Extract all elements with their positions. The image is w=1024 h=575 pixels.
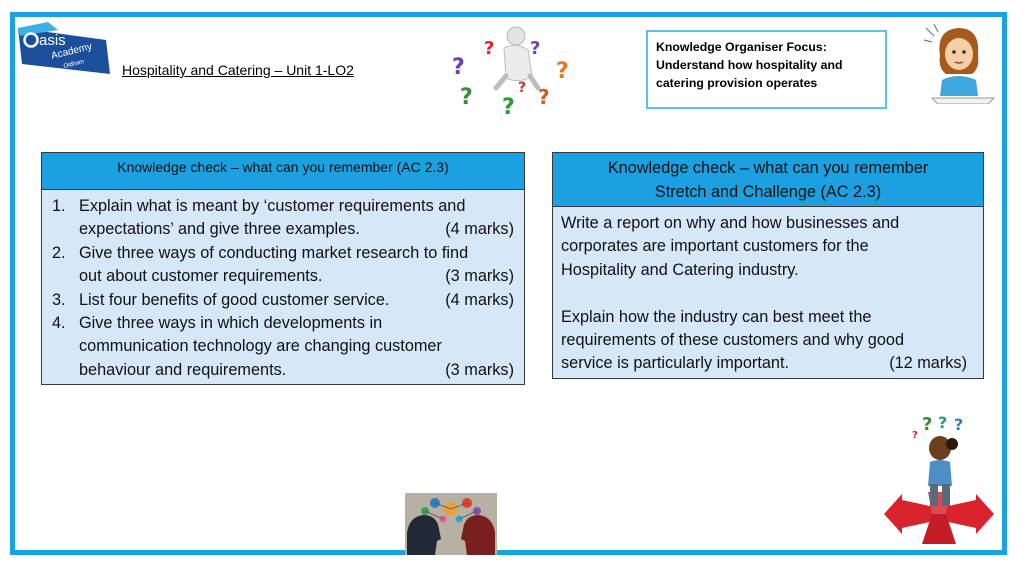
svg-text:?: ? — [452, 55, 465, 80]
svg-text:?: ? — [502, 95, 515, 118]
svg-text:?: ? — [556, 59, 569, 84]
svg-text:?: ? — [912, 430, 918, 441]
thinking-heads-icon — [405, 493, 497, 555]
stretch-title-line1: Knowledge check – what can you remember — [607, 159, 929, 177]
svg-text:?: ? — [938, 413, 947, 432]
stretch-text: requirements of these customers and why … — [561, 331, 904, 350]
svg-text:?: ? — [530, 38, 540, 59]
oasis-academy-logo: asis Academy Oldham — [18, 22, 110, 74]
question-number: 2. — [52, 243, 66, 262]
knowledge-check-panel: Knowledge check – what can you remember … — [41, 152, 525, 385]
unit-title: Hospitality and Catering – Unit 1-LO2 — [122, 62, 354, 78]
question-marks: (4 marks) — [445, 220, 514, 239]
stretch-text: corporates are important customers for t… — [561, 237, 869, 256]
stretch-text: Write a report on why and how businesses… — [561, 214, 900, 232]
question-text: communication technology are changing cu… — [79, 337, 442, 356]
question-text: expectations’ and give three examples. — [79, 220, 360, 239]
svg-text:?: ? — [954, 415, 963, 434]
question-text: Give three ways of conducting market res… — [79, 243, 469, 262]
question-list: 1. Explain what is meant by ‘customer re… — [42, 190, 524, 382]
svg-text:?: ? — [460, 85, 473, 110]
question-text: Explain what is meant by ‘customer requi… — [79, 197, 466, 215]
stretch-marks: (12 marks) — [889, 354, 967, 373]
thinking-girl-icon — [923, 23, 996, 104]
stretch-title: Knowledge check – what can you remember … — [553, 153, 983, 207]
question-item: 2. Give three ways of conducting market … — [48, 242, 514, 289]
question-number: 4. — [52, 314, 66, 333]
question-marks: (4 marks) — [445, 290, 514, 309]
focus-line1: Knowledge Organiser Focus: — [656, 40, 827, 54]
question-marks: (3 marks) — [445, 360, 514, 379]
stretch-text: Explain how the industry can best meet t… — [561, 307, 872, 326]
focus-box: Knowledge Organiser Focus: Understand ho… — [646, 30, 887, 109]
girl-crossroads-icon: ? ? ? ? — [884, 413, 994, 544]
stretch-title-line2: Stretch and Challenge (AC 2.3) — [654, 182, 882, 201]
logo-line2: Oldham — [63, 59, 85, 70]
svg-text:?: ? — [484, 38, 494, 59]
slide-frame — [10, 12, 1007, 555]
question-marks: (3 marks) — [445, 267, 514, 286]
question-text: List four benefits of good customer serv… — [79, 290, 390, 309]
svg-text:?: ? — [518, 80, 526, 96]
focus-line3: catering provision operates — [656, 76, 818, 90]
stretch-body: Write a report on why and how businesses… — [553, 207, 983, 376]
focus-line2: Understand how hospitality and — [656, 58, 843, 72]
question-marks-figure-icon: ? ? ? ? ? ? ? ? — [452, 26, 569, 118]
svg-text:?: ? — [538, 85, 550, 109]
question-item: 3. List four benefits of good customer s… — [48, 289, 514, 312]
stretch-text: Hospitality and Catering industry. — [561, 260, 799, 279]
question-number: 1. — [52, 197, 66, 215]
stretch-text: service is particularly important. — [561, 354, 790, 373]
question-text: behaviour and requirements. — [79, 360, 287, 379]
question-text: Give three ways in which developments in — [79, 314, 383, 333]
question-item: 4. Give three ways in which developments… — [48, 312, 514, 382]
question-item: 1. Explain what is meant by ‘customer re… — [48, 195, 514, 242]
knowledge-check-title: Knowledge check – what can you remember … — [42, 153, 524, 190]
svg-text:?: ? — [922, 414, 932, 435]
stretch-challenge-panel: Knowledge check – what can you remember … — [552, 152, 984, 379]
logo-word: asis — [39, 32, 66, 49]
question-text: out about customer requirements. — [79, 267, 323, 286]
question-number: 3. — [52, 290, 66, 309]
